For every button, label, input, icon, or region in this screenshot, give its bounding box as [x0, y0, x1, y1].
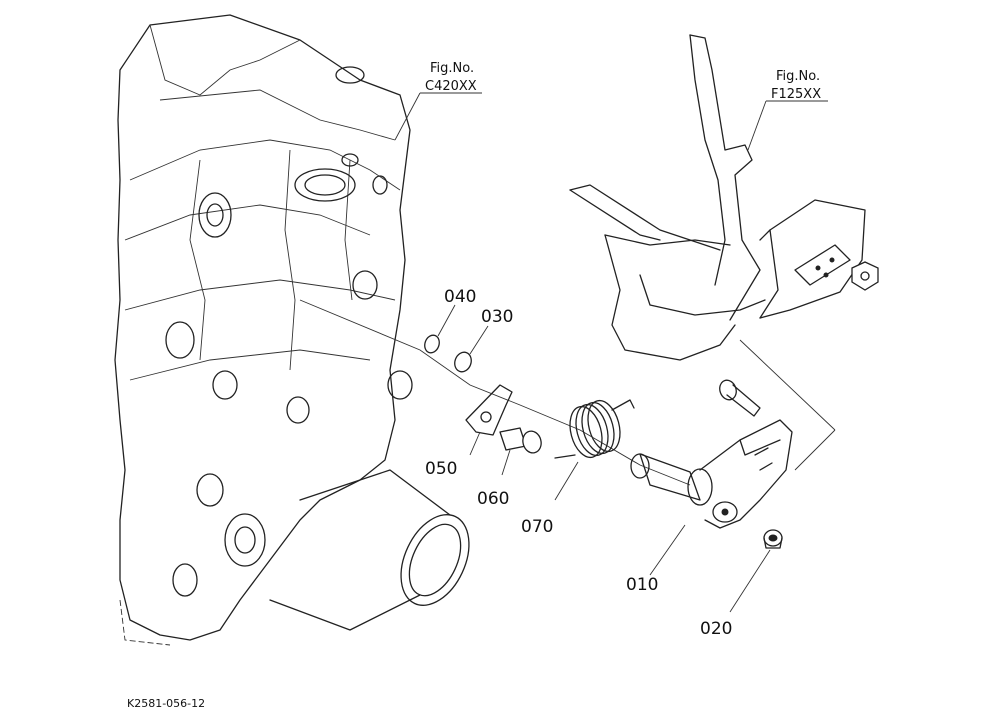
callout-020: 020 — [700, 619, 732, 639]
callout-050: 050 — [425, 459, 457, 479]
part-050-plate — [465, 384, 513, 456]
assembly-axis — [299, 299, 691, 486]
bolt — [719, 379, 761, 417]
callout-010: 010 — [626, 575, 658, 595]
part-040-o-ring — [424, 304, 456, 354]
callout-030: 030 — [481, 307, 513, 327]
figure-reference-f125xx: Fig.No. F125XX — [771, 69, 821, 102]
part-030-o-ring — [454, 325, 489, 373]
figure-reference-label: Fig.No. — [430, 61, 474, 76]
figure-reference-c420xx: Fig.No. C420XX — [425, 61, 477, 94]
part-070-torsion-spring — [554, 399, 635, 501]
brake-pedal-bracket — [569, 34, 879, 471]
figure-reference-number: F125XX — [771, 87, 821, 102]
part-060-pin — [499, 427, 542, 476]
figure-reference-label: Fig.No. — [776, 69, 820, 84]
callout-040: 040 — [444, 287, 476, 307]
figure-reference-leaders — [394, 92, 828, 151]
drawing-code: K2581-056-12 — [127, 697, 205, 710]
transmission-housing — [114, 14, 470, 646]
callout-060: 060 — [477, 489, 509, 509]
callout-070: 070 — [521, 517, 553, 537]
figure-reference-number: C420XX — [425, 79, 477, 94]
part-010-arm-assembly — [630, 419, 793, 576]
part-020-bushing — [729, 529, 783, 613]
